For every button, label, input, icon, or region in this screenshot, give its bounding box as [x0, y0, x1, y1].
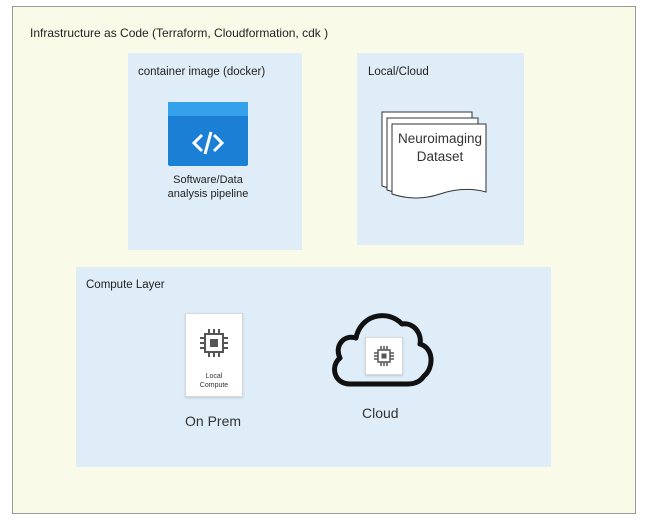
document-stack-icon	[381, 111, 487, 199]
cloud-label: Cloud	[362, 405, 399, 421]
local-compute-line2: Compute	[199, 382, 229, 389]
on-prem-label: On Prem	[185, 413, 242, 429]
cpu-chip-icon	[374, 346, 394, 366]
local-compute-card: Local Compute	[185, 313, 243, 397]
local-compute-card-label: Local Compute	[186, 372, 242, 390]
compute-panel	[76, 267, 551, 467]
code-brackets-icon	[168, 102, 248, 166]
pipeline-caption-line1: Software/Data	[173, 174, 243, 186]
dataset-label-line1: Neuroimaging	[397, 131, 483, 146]
cloud-icon	[332, 313, 434, 387]
compute-panel-label: Compute Layer	[86, 279, 165, 291]
dataset-label: Neuroimaging Dataset	[390, 130, 490, 166]
container-panel-label: container image (docker)	[138, 66, 266, 78]
storage-panel-label: Local/Cloud	[368, 66, 429, 78]
diagram-title: Infrastructure as Code (Terraform, Cloud…	[30, 26, 329, 40]
cloud-chip-card	[365, 337, 403, 375]
dataset-label-line2: Dataset	[416, 149, 464, 164]
pipeline-caption-line2: analysis pipeline	[167, 188, 249, 200]
local-compute-line1: Local	[205, 373, 223, 380]
cpu-chip-icon	[200, 329, 228, 357]
pipeline-caption: Software/Data analysis pipeline	[148, 173, 268, 201]
